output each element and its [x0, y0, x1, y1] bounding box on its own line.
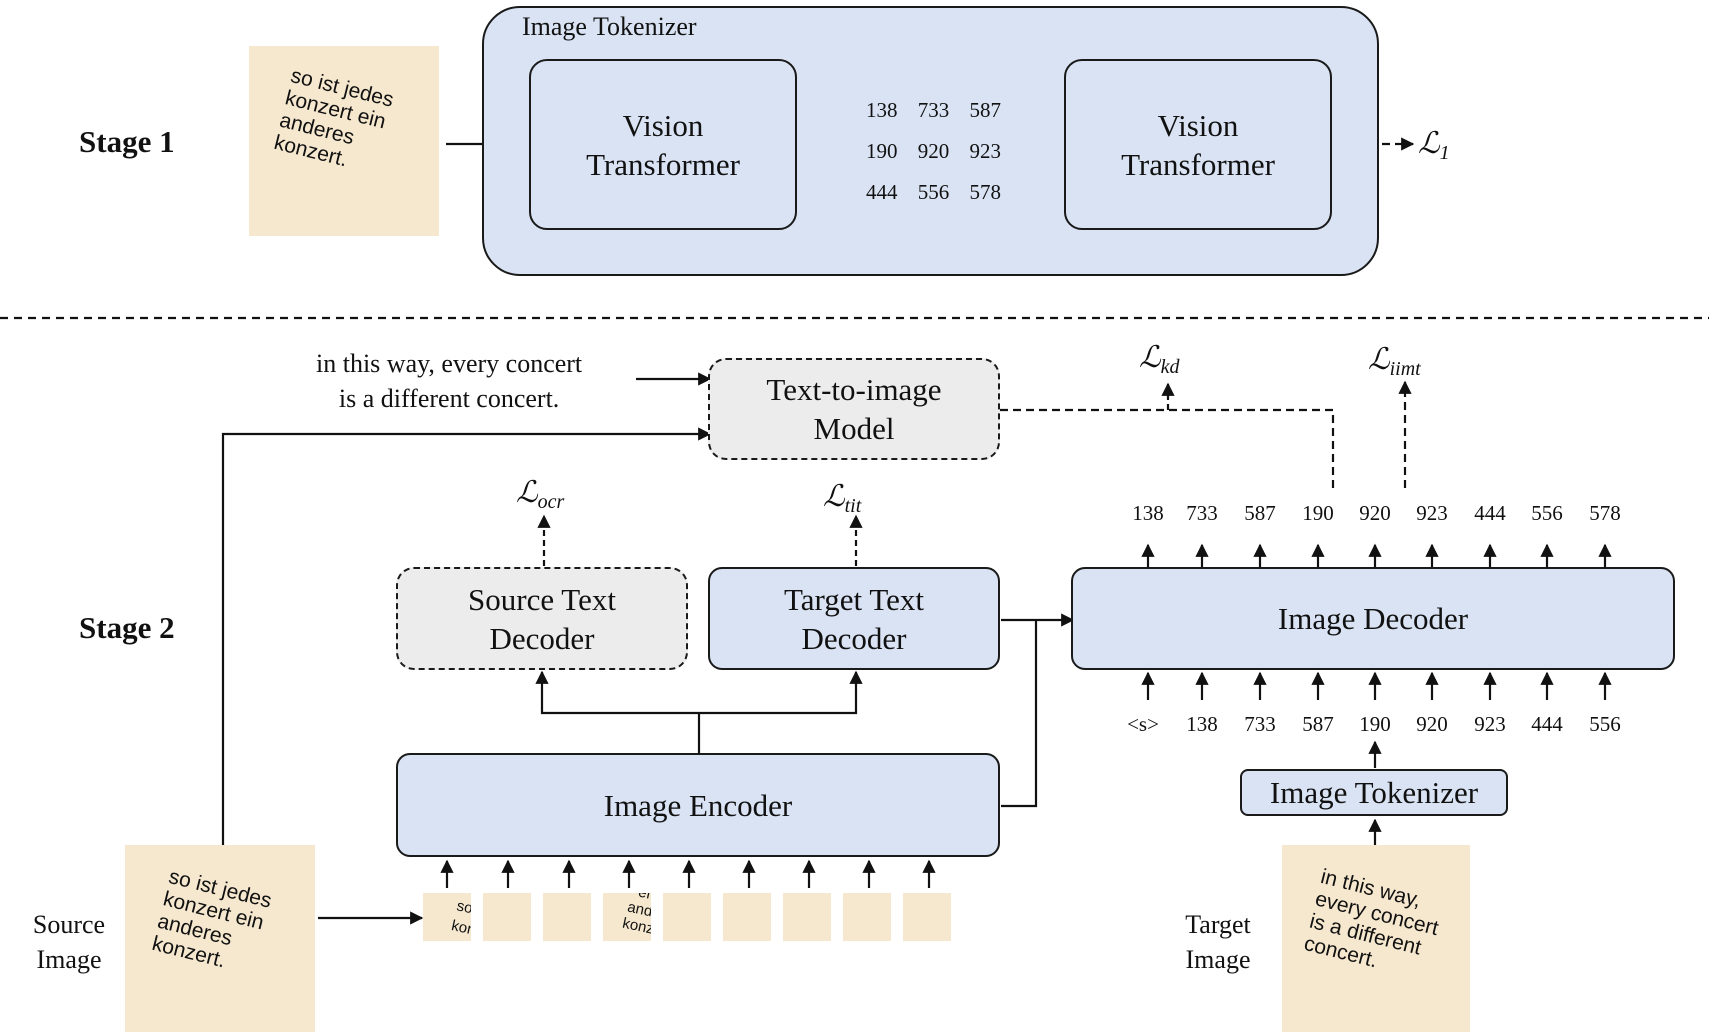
loss-iimt: ℒiimt	[1368, 343, 1421, 380]
loss-tit: ℒtit	[823, 480, 862, 517]
source-paper-text: so ist jedes konzert ein anderes konzert…	[149, 865, 274, 973]
output-token: 733	[1186, 501, 1218, 525]
image-patch	[543, 893, 591, 941]
output-token: 138	[1132, 501, 1164, 525]
image-patch	[783, 893, 831, 941]
text-to-image-model: Text-to-image Model	[708, 358, 1000, 460]
stage1-paper-text: so ist jedes konzert ein anderes konzert…	[271, 64, 396, 172]
target-image-label: Target Image	[1185, 910, 1251, 974]
image-patch	[843, 893, 891, 941]
output-token: 190	[1302, 501, 1334, 525]
loss-ocr: ℒocr	[516, 476, 565, 513]
input-token: 587	[1302, 712, 1334, 736]
vision-transformer-encoder: Vision Transformer	[529, 59, 797, 230]
source-image-label: Source Image	[32, 910, 106, 974]
image-patch	[483, 893, 531, 941]
stage2-label: Stage 2	[79, 610, 175, 645]
input-token: 138	[1186, 712, 1218, 736]
target-text-decoder: Target Text Decoder	[708, 567, 1000, 670]
source-image: so ist jedes konzert ein anderes konzert…	[125, 845, 315, 1032]
loss-kd: ℒkd	[1139, 341, 1180, 378]
input-token: 444	[1531, 712, 1563, 736]
stage1-source-image: so ist jedes konzert ein anderes konzert…	[249, 46, 439, 236]
vision-transformer-decoder: Vision Transformer	[1064, 59, 1332, 230]
target-caption: in this way, every concert is a differen…	[316, 349, 583, 413]
input-token: 923	[1474, 712, 1506, 736]
line-t2i-to-kd	[1000, 408, 1335, 488]
target-paper-text: in this way, every concert is a differen…	[1301, 865, 1441, 973]
output-token: 923	[1416, 501, 1448, 525]
image-tokenizer-title: Image Tokenizer	[522, 12, 697, 41]
image-tokenizer-small: Image Tokenizer	[1240, 769, 1508, 816]
input-token: 190	[1359, 712, 1391, 736]
target-image: in this way, every concert is a differen…	[1282, 845, 1470, 1032]
image-patch	[903, 893, 951, 941]
image-patch	[663, 893, 711, 941]
output-token: 556	[1531, 501, 1563, 525]
output-token: 587	[1244, 501, 1276, 525]
loss-l1: ℒ1	[1418, 127, 1450, 164]
input-token: 733	[1244, 712, 1276, 736]
input-token: 556	[1589, 712, 1621, 736]
source-text-decoder: Source Text Decoder	[396, 567, 688, 670]
output-token: 444	[1474, 501, 1506, 525]
image-patch	[723, 893, 771, 941]
output-token: 920	[1359, 501, 1391, 525]
output-token: 578	[1589, 501, 1621, 525]
input-token: 920	[1416, 712, 1448, 736]
line-img-enc-to-img-dec	[1001, 620, 1038, 808]
arrow-fork-to-tgt-dec	[699, 670, 863, 715]
stage1-label: Stage 1	[79, 124, 175, 159]
image-decoder: Image Decoder	[1071, 567, 1675, 670]
image-encoder: Image Encoder	[396, 753, 1000, 857]
arrow-source-to-t2i	[221, 427, 712, 845]
input-token: <s>	[1127, 712, 1159, 736]
arrow-fork-to-src-dec	[535, 670, 699, 715]
